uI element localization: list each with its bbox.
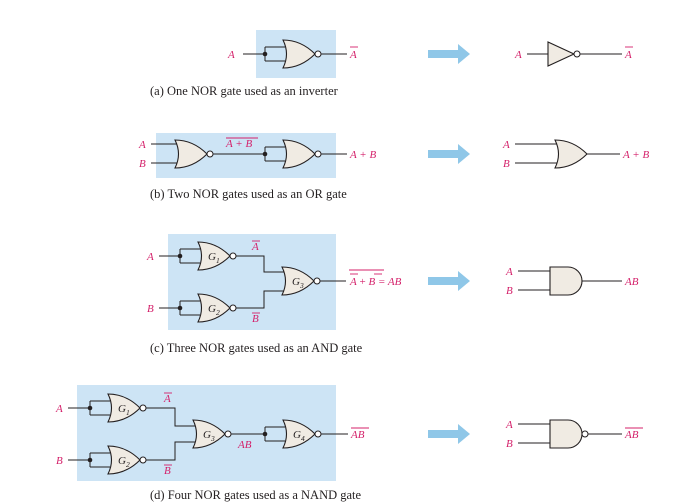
g3-output-label: AB bbox=[237, 439, 252, 451]
gate-g3-label: G3 bbox=[292, 276, 304, 290]
output-label: AB bbox=[350, 429, 365, 441]
equiv-input-b-label: B bbox=[506, 285, 513, 297]
equiv-input-a-label: A bbox=[514, 49, 522, 61]
or-gate-symbol bbox=[554, 139, 588, 169]
intermediate-label: A + B bbox=[225, 138, 252, 150]
g1-output-label: A bbox=[251, 241, 259, 253]
equiv-output-a-bar-label: A bbox=[624, 49, 632, 61]
output-a-bar-label: A bbox=[349, 49, 357, 61]
and-gate-symbol bbox=[549, 266, 583, 296]
g2-output-label: B bbox=[252, 313, 259, 325]
gate-g2-label: G2 bbox=[208, 303, 220, 317]
equivalence-arrow bbox=[428, 144, 470, 164]
panel-a: A A A A (a) One NOR gate used as an inve… bbox=[150, 30, 633, 98]
equiv-output-label: A + B bbox=[622, 149, 649, 161]
gate-g4-label: G4 bbox=[293, 429, 305, 443]
input-a-label: A bbox=[55, 403, 63, 415]
panel-b: A B A + B A + B A B A + B (b) Two NOR ga… bbox=[138, 133, 649, 201]
input-b-label: B bbox=[56, 455, 63, 467]
gate-g3-label: G3 bbox=[203, 429, 215, 443]
g1-output-label: A bbox=[163, 393, 171, 405]
caption-d: (d) Four NOR gates used as a NAND gate bbox=[150, 488, 362, 502]
equiv-input-a-label: A bbox=[505, 266, 513, 278]
caption-c: (c) Three NOR gates used as an AND gate bbox=[150, 341, 363, 355]
gate-g1-label: G1 bbox=[208, 251, 220, 265]
equiv-input-a-label: A bbox=[502, 139, 510, 151]
equiv-output-label: AB bbox=[624, 276, 639, 288]
equivalence-arrow bbox=[428, 44, 470, 64]
input-b-label: B bbox=[139, 158, 146, 170]
equiv-input-b-label: B bbox=[503, 158, 510, 170]
input-a-label: A bbox=[138, 139, 146, 151]
panel-d: A B G1 G2 A B G3 AB bbox=[55, 385, 643, 502]
equiv-input-a-label: A bbox=[505, 419, 513, 431]
nand-gate-symbol bbox=[549, 419, 583, 449]
output-expression: A + B = AB bbox=[349, 276, 402, 288]
inverter-symbol bbox=[547, 41, 575, 67]
equiv-input-b-label: B bbox=[506, 438, 513, 450]
equivalence-arrow bbox=[428, 271, 470, 291]
input-b-label: B bbox=[147, 303, 154, 315]
caption-b: (b) Two NOR gates used as an OR gate bbox=[150, 187, 347, 201]
caption-a: (a) One NOR gate used as an inverter bbox=[150, 84, 339, 98]
input-a-label: A bbox=[227, 49, 235, 61]
panel-c: A B G1 G2 A B G3 A + B = AB bbox=[146, 234, 639, 355]
equiv-output-label: AB bbox=[624, 429, 639, 441]
g2-output-label: B bbox=[164, 465, 171, 477]
equivalence-arrow bbox=[428, 424, 470, 444]
input-a-label: A bbox=[146, 251, 154, 263]
gate-g1-label: G1 bbox=[118, 403, 130, 417]
gate-g2-label: G2 bbox=[118, 455, 130, 469]
output-label: A + B bbox=[349, 149, 376, 161]
inversion-bubble bbox=[314, 50, 322, 58]
